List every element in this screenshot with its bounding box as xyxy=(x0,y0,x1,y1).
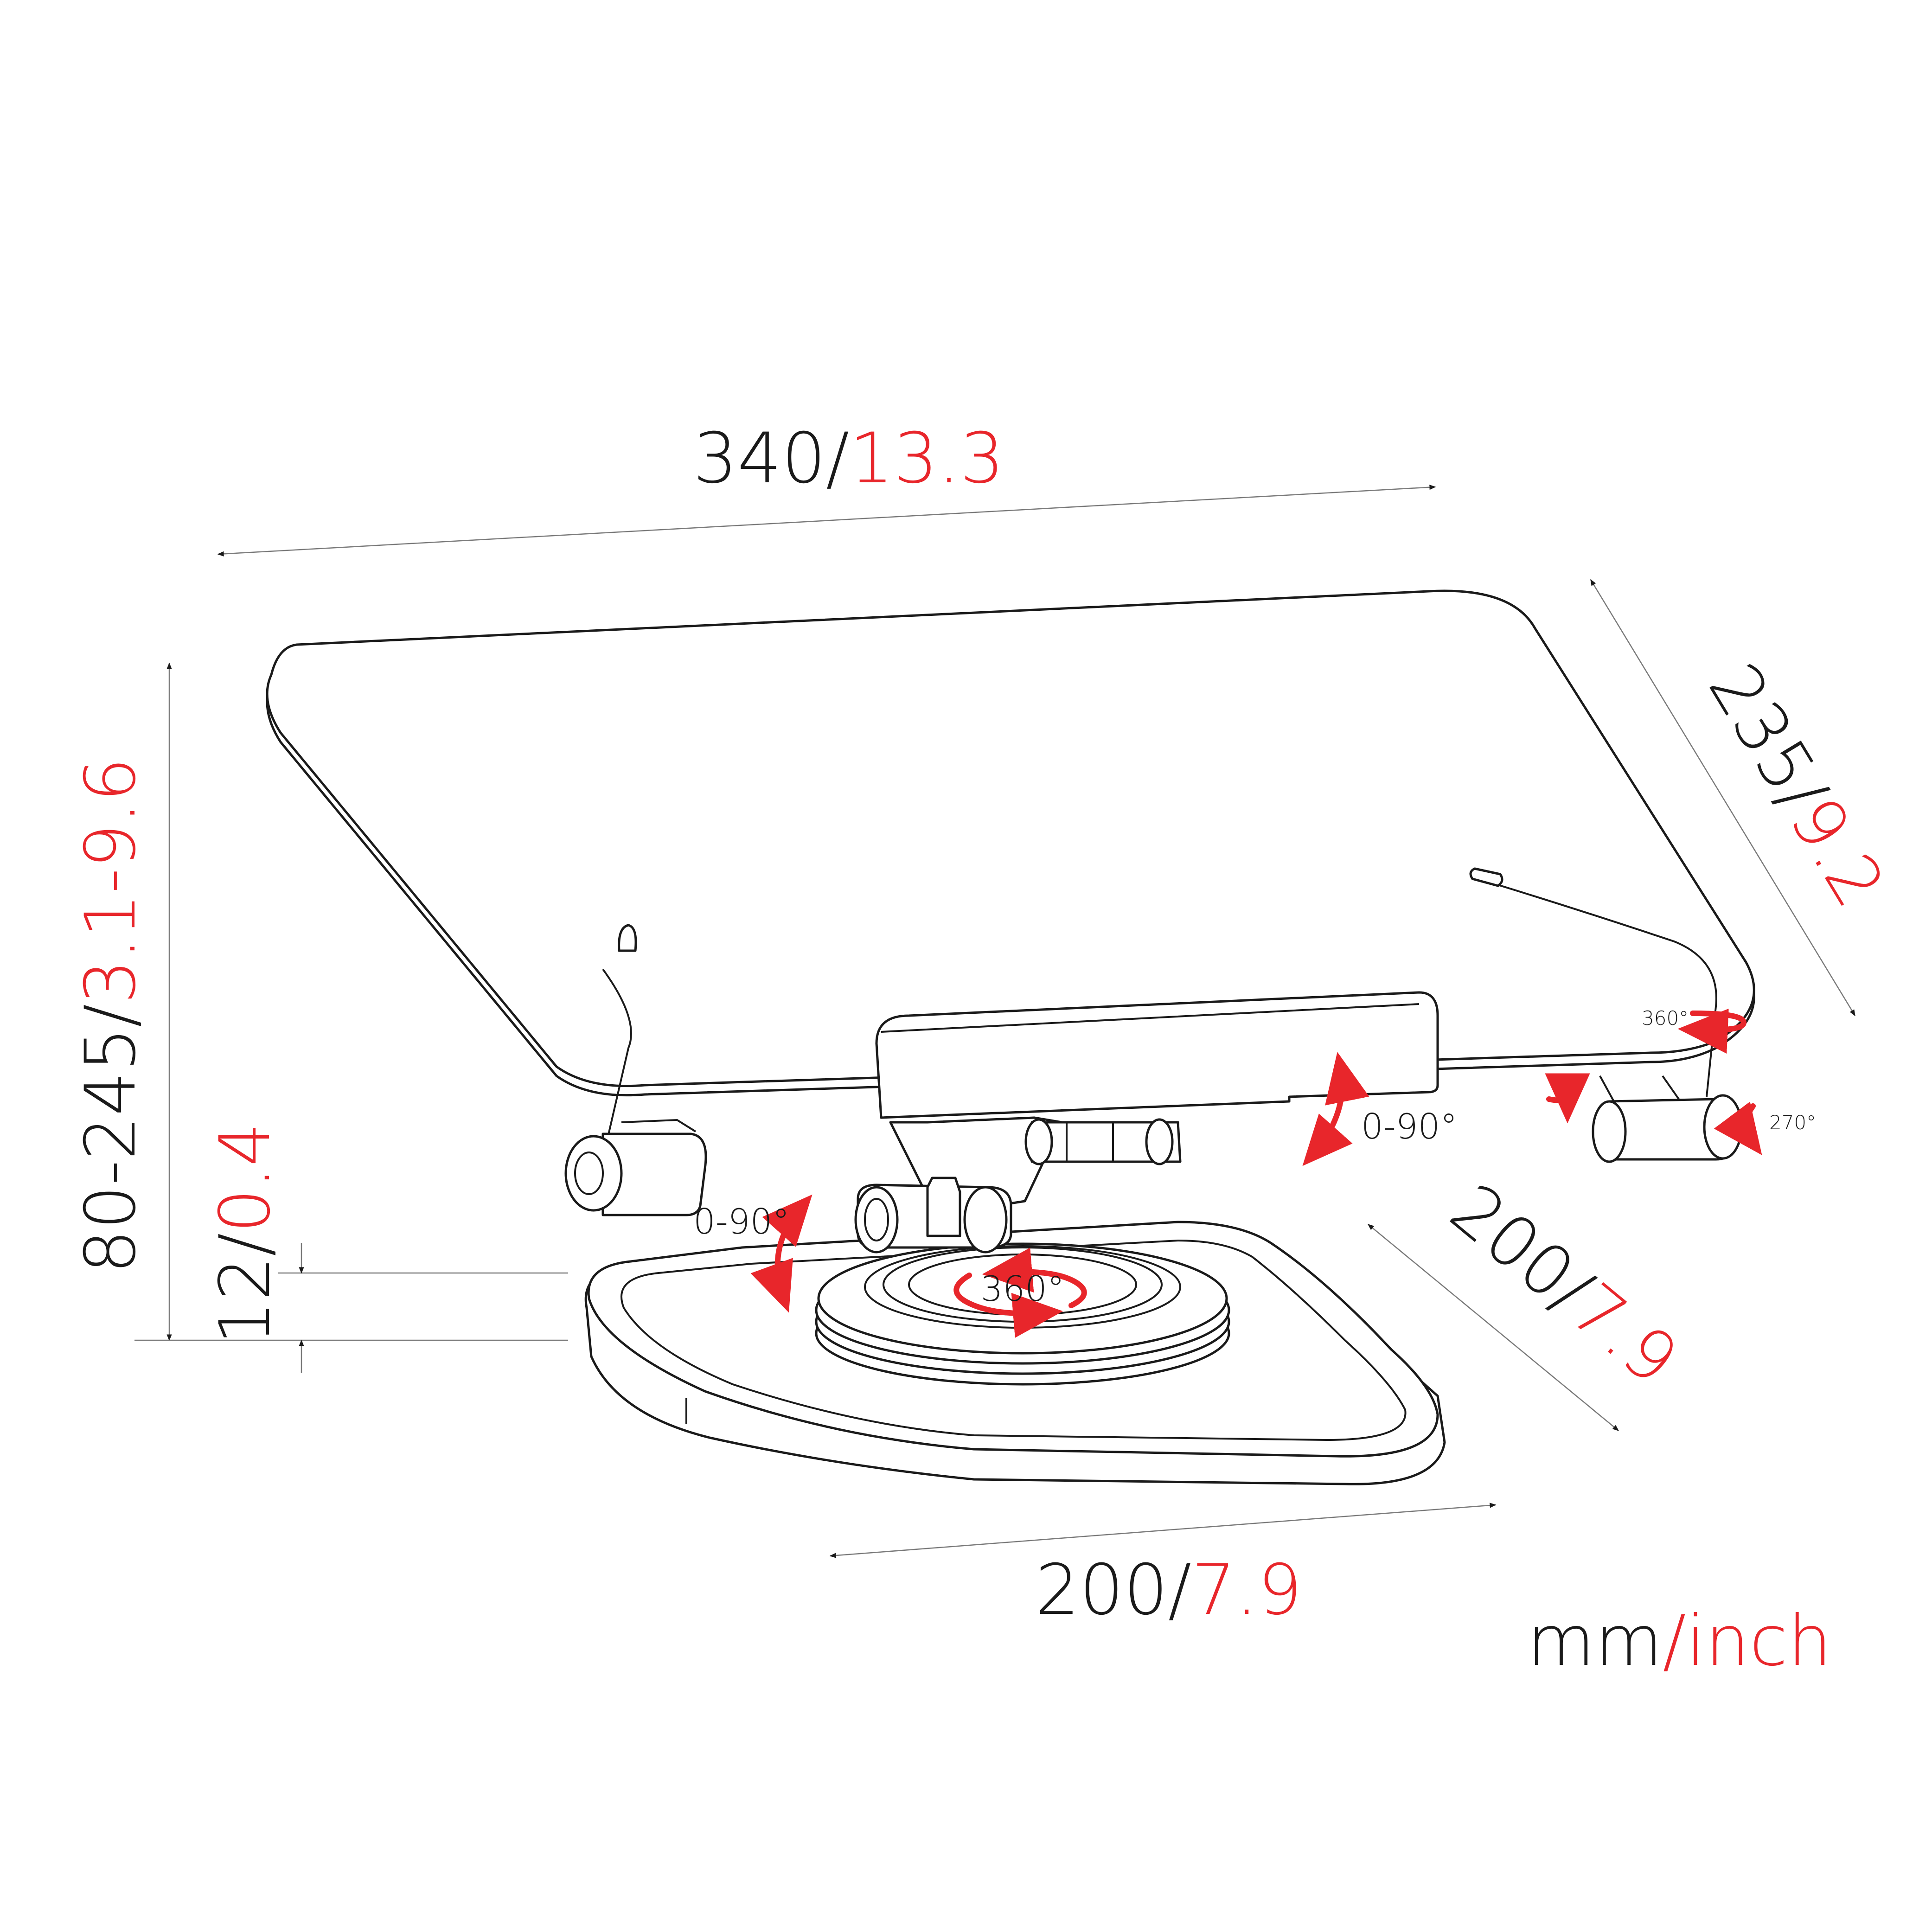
base-swivel-arrow-right xyxy=(982,1247,1087,1308)
dimension-base-width: 200/7.9 xyxy=(829,1503,1497,1631)
dimension-height: 80-245/3.1-9.6 xyxy=(70,662,568,1341)
dimension-line-base-width xyxy=(829,1503,1497,1558)
dimension-label-width-top: 340/13.3 xyxy=(693,418,1004,499)
clip-left-rotate-arrow xyxy=(1545,1073,1590,1124)
left-clip xyxy=(564,924,707,1216)
left-clip-cap xyxy=(564,1135,623,1212)
dimension-label-height: 80-245/3.1-9.6 xyxy=(70,757,151,1273)
support-arm xyxy=(854,1116,1063,1254)
lower-hinge-cap-right xyxy=(963,1186,1008,1254)
right-clip-mount xyxy=(1599,1075,1680,1102)
tilt-bracket-ridge xyxy=(881,1003,1420,1033)
dimension-line-width-top xyxy=(217,485,1436,557)
right-clip-tip xyxy=(1469,867,1503,887)
arm-tilt-label: 0-90° xyxy=(1361,1106,1458,1147)
dimension-line-base-depth xyxy=(1367,1224,1619,1431)
dimension-label-base-depth: 200/7.9 xyxy=(1435,1169,1693,1401)
base-swivel-arrow-left xyxy=(953,1273,1063,1338)
dimension-label-depth-top: 235/9.2 xyxy=(1693,650,1900,920)
upper-hinge xyxy=(1024,1118,1182,1165)
arm-tilt-arrow xyxy=(1302,1052,1369,1166)
rotation-indicators: 0-90° 0-90° 360° 360° 270° xyxy=(693,1007,1816,1338)
right-clip-rod xyxy=(1493,883,1717,1097)
tilt-bracket xyxy=(875,991,1439,1119)
left-clip-tip xyxy=(618,924,637,952)
lower-hinge-cap-left xyxy=(854,1186,899,1254)
base-plate-inner-rim xyxy=(621,1239,1407,1441)
upper-hinge-cap-right xyxy=(1145,1118,1174,1165)
dimension-label-base-width: 200/7.9 xyxy=(1035,1550,1302,1631)
lower-hinge-clip xyxy=(926,1177,961,1237)
base-tilt-label: 0-90° xyxy=(693,1201,790,1242)
base-swivel-label: 360° xyxy=(981,1268,1065,1309)
clip-rotate-label: 270° xyxy=(1769,1111,1816,1134)
clip-rotate-arrow xyxy=(1714,1101,1762,1155)
tilt-bracket-body xyxy=(875,991,1439,1119)
dimension-width-top: 340/13.3 xyxy=(217,418,1436,557)
upper-hinge-lines xyxy=(1066,1122,1114,1162)
base-tilt-arrow xyxy=(750,1194,812,1313)
unit-label: mm/inch xyxy=(1527,1601,1832,1682)
right-clip-cap-right xyxy=(1703,1094,1743,1160)
left-clip-mount xyxy=(621,1119,697,1132)
top-plate-surface xyxy=(266,589,1755,1088)
left-clip-cap-inner xyxy=(574,1152,604,1195)
left-clip-rod xyxy=(602,968,632,1139)
top-plate xyxy=(266,589,1755,1097)
upper-hinge-cap-left xyxy=(1024,1118,1053,1165)
dimension-label-base-thickness: 12/0.4 xyxy=(205,1122,286,1345)
clip-swivel-arrow xyxy=(1677,1008,1747,1054)
dimension-base-thickness: 12/0.4 xyxy=(205,1122,568,1373)
left-clip-barrel xyxy=(601,1132,707,1216)
right-clip-cap-left xyxy=(1592,1100,1627,1163)
dimension-line-depth-top xyxy=(1590,579,1856,1017)
lower-hinge-cap-left-inner xyxy=(864,1198,889,1241)
clip-swivel-label: 360° xyxy=(1642,1007,1689,1030)
